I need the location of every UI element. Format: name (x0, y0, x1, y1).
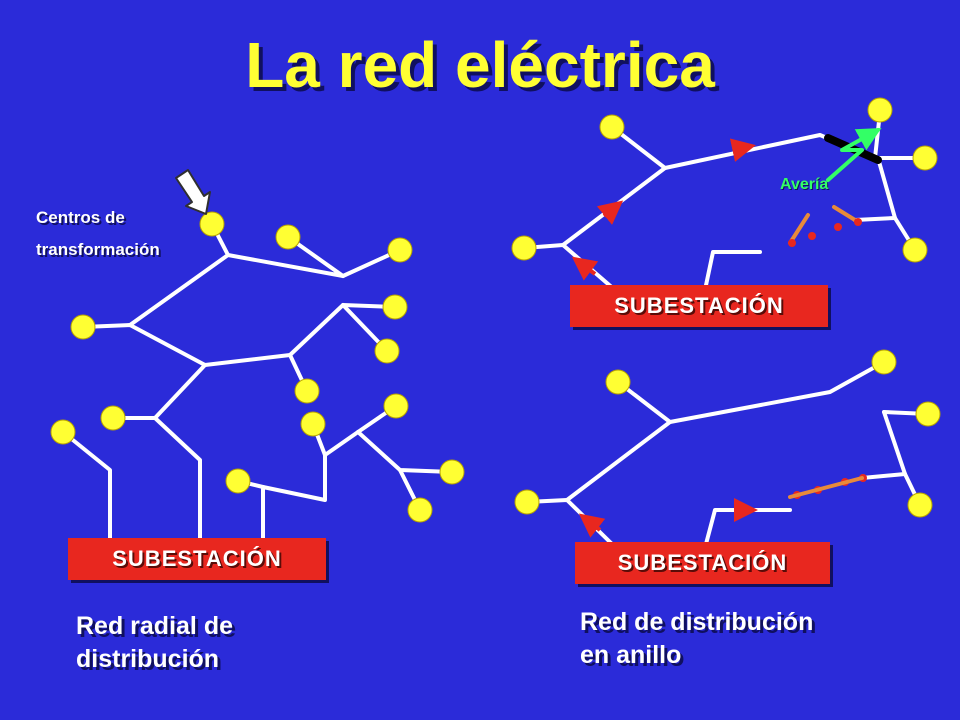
transformer-node (439, 459, 465, 485)
ring-line (663, 110, 882, 170)
closed-switch (788, 476, 864, 499)
transformer-centres-label-line1: Centros de (36, 208, 125, 227)
flow-arrow-icon (571, 256, 599, 281)
transformer-node (511, 235, 537, 261)
ring-line (561, 125, 667, 247)
radial-branch-line (356, 430, 454, 474)
transformer-node (605, 369, 631, 395)
transformer-node (225, 468, 251, 494)
flow-arrow-icon (596, 200, 624, 225)
radial-branch-line (203, 353, 292, 367)
transformer-node (199, 211, 225, 237)
transformer-node (294, 378, 320, 404)
ring-line (703, 250, 762, 292)
flow-arrows (578, 498, 758, 538)
transformer-node (300, 411, 326, 437)
open-switch (788, 205, 857, 245)
radial-network (61, 222, 454, 540)
ring-line (876, 156, 917, 252)
ring-line (668, 360, 886, 424)
transformer-node (867, 97, 893, 123)
ring-line (853, 216, 897, 222)
page-title: La red eléctrica (245, 29, 715, 101)
radial-substation-box: SUBESTACIÓN (68, 538, 326, 580)
transformer-node (907, 492, 933, 518)
ring-nodes (514, 349, 941, 518)
radial-branch-line (323, 430, 360, 457)
transformer-centres-label: Centros de transformación (36, 202, 160, 266)
ring-fault-nodes (511, 97, 938, 263)
ring-network (525, 360, 930, 546)
radial-feeder-line (61, 430, 112, 540)
radial-feeder-line (111, 416, 202, 540)
transformer-node (383, 393, 409, 419)
ring-caption-line2: en anillo (580, 641, 682, 669)
radial-caption: Red radial de distribución (76, 610, 233, 676)
ring-line (525, 498, 614, 546)
ring-fault-substation-box: SUBESTACIÓN (570, 285, 828, 327)
transformer-node (912, 145, 938, 171)
ring-line (522, 243, 617, 292)
radial-caption-line1: Red radial de (76, 612, 233, 640)
transformer-node (871, 349, 897, 375)
ring-line (860, 472, 907, 480)
ring-substation-box: SUBESTACIÓN (575, 542, 830, 584)
flow-dashes (788, 218, 862, 247)
transformer-node (902, 237, 928, 263)
ring-caption: Red de distribución en anillo (580, 606, 813, 672)
radial-feeder-line (261, 422, 327, 540)
radial-caption-line2: distribución (76, 645, 220, 673)
flow-arrow-icon (729, 138, 756, 162)
transformer-node (50, 419, 76, 445)
radial-nodes (50, 211, 465, 523)
ring-line (565, 380, 672, 502)
transformer-centres-label-line2: transformación (36, 240, 160, 259)
transformer-node (915, 401, 941, 427)
transformer-node (275, 224, 301, 250)
radial-branch-line (153, 363, 207, 420)
radial-branch-line (81, 323, 207, 367)
transformer-node (100, 405, 126, 431)
transformer-node (599, 114, 625, 140)
ring-caption-line1: Red de distribución (580, 608, 814, 636)
transformer-node (387, 237, 413, 263)
transformer-node (374, 338, 400, 364)
pointer-arrow-icon (175, 169, 211, 215)
ring-line (882, 410, 922, 507)
lightning-icon (826, 128, 882, 182)
flow-arrows (571, 138, 756, 281)
ring-line (704, 508, 792, 546)
transformer-node (382, 294, 408, 320)
transformer-node (407, 497, 433, 523)
flow-arrow-icon (578, 513, 606, 538)
fault-label: Avería (780, 176, 829, 193)
transformer-node (70, 314, 96, 340)
transformer-node (514, 489, 540, 515)
